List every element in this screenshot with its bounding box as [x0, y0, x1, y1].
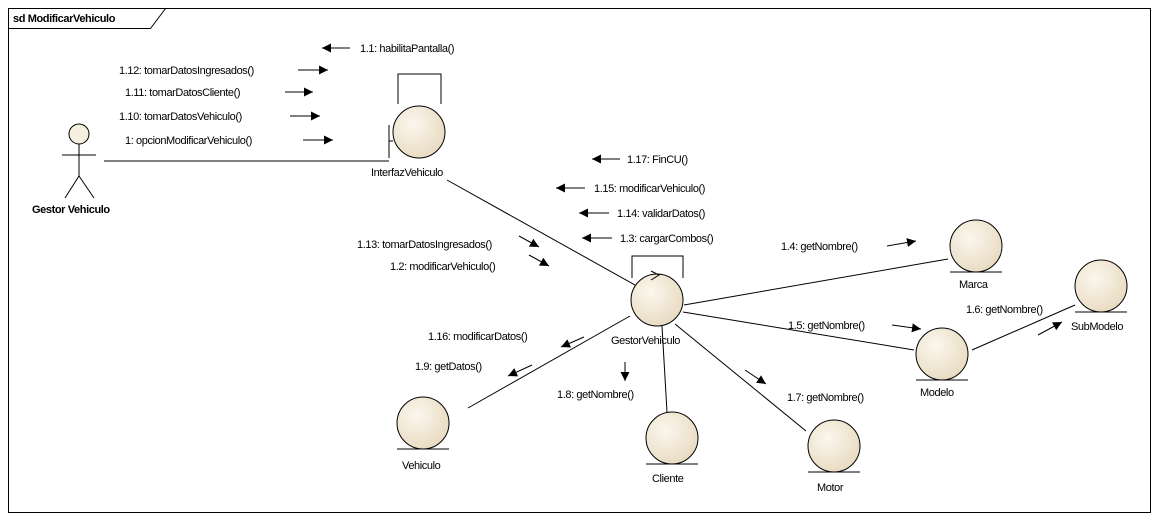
link-gestor-cliente[interactable]	[661, 325, 668, 413]
arrow-1-5	[891, 323, 922, 333]
message-label: 1.13: tomarDatosIngresados()	[357, 239, 492, 251]
entity-icon	[807, 419, 861, 473]
frame-title: sd ModificarVehiculo	[13, 13, 116, 25]
arrow-1-2	[528, 254, 550, 267]
message-label: 1: opcionModificarVehiculo()	[125, 135, 252, 147]
actor-label: Gestor Vehiculo	[32, 204, 110, 216]
message-label: 1.9: getDatos()	[415, 361, 482, 373]
link-modelo-submodelo[interactable]	[971, 304, 1076, 351]
arrow-1-9	[507, 364, 533, 377]
actor-gestor-vehiculo[interactable]: Gestor Vehiculo	[32, 123, 111, 216]
object-gestor-vehiculo[interactable]: GestorVehiculo	[611, 270, 684, 347]
message-label: 1.2: modificarVehiculo()	[390, 261, 495, 273]
message-label: 1.1: habilitaPantalla()	[360, 43, 454, 55]
self-link-interfaz[interactable]	[397, 73, 442, 104]
link-gestor-modelo[interactable]	[682, 311, 915, 351]
message-label: 1.5: getNombre()	[788, 320, 865, 332]
object-label: Cliente	[652, 473, 684, 485]
object-submodelo[interactable]: SubModelo	[1071, 259, 1128, 333]
object-label: Motor	[817, 482, 844, 494]
object-label: Vehiculo	[402, 460, 441, 472]
object-modelo[interactable]: Modelo	[915, 327, 969, 399]
link-gestor-motor[interactable]	[674, 323, 807, 432]
entity-icon	[1074, 259, 1128, 313]
object-interfaz-vehiculo[interactable]: InterfazVehiculo	[371, 105, 446, 179]
entity-icon	[915, 327, 969, 381]
entity-icon	[949, 219, 1003, 273]
self-link-gestor[interactable]	[631, 255, 684, 278]
link-gestor-marca[interactable]	[683, 258, 949, 306]
message-label: 1.10: tomarDatosVehiculo()	[119, 111, 242, 123]
object-cliente[interactable]: Cliente	[645, 411, 699, 485]
message-label: 1.15: modificarVehiculo()	[594, 183, 705, 195]
message-label: 1.8: getNombre()	[557, 389, 634, 401]
entity-icon	[396, 396, 450, 450]
link-interfaz-gestor[interactable]	[446, 179, 645, 291]
actor-stick-figure-icon	[68, 123, 90, 145]
message-label: 1.16: modificarDatos()	[428, 331, 527, 343]
message-label: 1.3: cargarCombos()	[620, 233, 713, 245]
arrow-1-7	[744, 369, 767, 385]
object-marca[interactable]: Marca	[949, 219, 1003, 291]
arrow-1-16	[560, 336, 585, 348]
frame-border	[8, 8, 1151, 513]
message-label: 1.11: tomarDatosCliente()	[125, 87, 240, 99]
control-icon	[630, 273, 684, 327]
frame-tab	[8, 8, 166, 29]
object-motor[interactable]: Motor	[807, 419, 861, 494]
object-label: SubModelo	[1071, 321, 1123, 333]
message-label: 1.17: FinCU()	[627, 154, 688, 166]
message-label: 1.14: validarDatos()	[617, 208, 705, 220]
object-label: InterfazVehiculo	[371, 167, 443, 179]
message-label: 1.12: tomarDatosIngresados()	[119, 65, 254, 77]
message-arrows	[285, 43, 1063, 385]
link-gestor-vehiculo[interactable]	[467, 315, 631, 409]
entity-icon	[645, 411, 699, 465]
object-label: Modelo	[920, 387, 954, 399]
message-label: 1.7: getNombre()	[787, 392, 864, 404]
boundary-icon	[392, 105, 446, 159]
message-label: 1.4: getNombre()	[781, 241, 858, 253]
arrow-1-4	[886, 238, 917, 247]
arrow-1-6	[1037, 321, 1063, 336]
object-label: GestorVehiculo	[611, 335, 680, 347]
object-vehiculo[interactable]: Vehiculo	[396, 396, 450, 472]
message-label: 1.6: getNombre()	[966, 304, 1043, 316]
object-label: Marca	[959, 279, 989, 291]
arrow-1-13	[518, 235, 540, 248]
